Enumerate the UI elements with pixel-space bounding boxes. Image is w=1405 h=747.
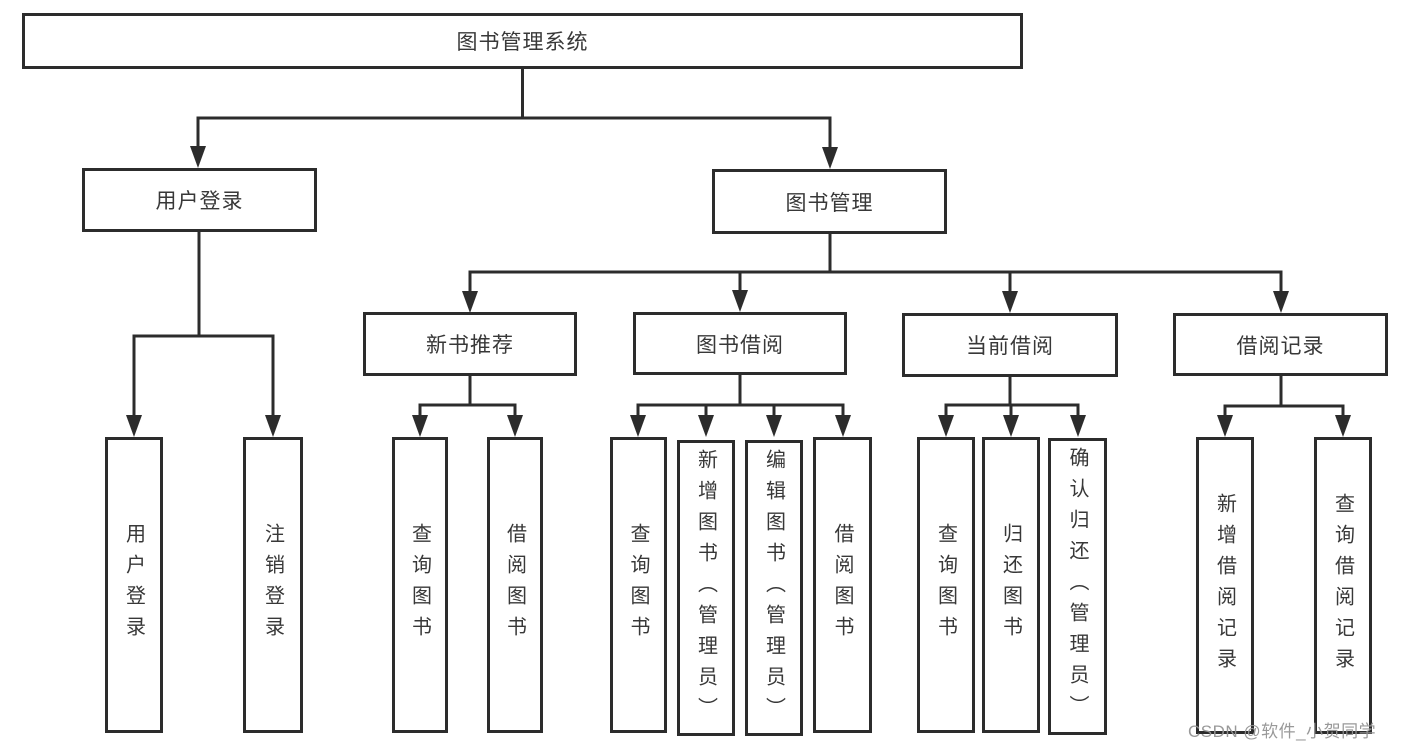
leaf-return-book: 归还图书 [982,437,1040,733]
leaf-query-book-borrow: 查询图书 [610,437,667,733]
node-label: 图书管理 [785,191,874,215]
node-current-borrow: 当前借阅 [902,313,1118,377]
node-label: 借阅图书 [503,523,526,647]
leaf-query-book-current: 查询图书 [917,437,975,733]
leaf-query-borrow-record: 查询借阅记录 [1314,437,1372,734]
node-label: 图书借阅 [696,333,784,357]
leaf-borrow-book: 借阅图书 [813,437,872,733]
node-label: 查询图书 [408,523,431,647]
node-label: 图书管理系统 [456,31,589,54]
node-label: 借阅图书 [831,523,853,647]
leaf-borrow-book-recommend: 借阅图书 [487,437,543,733]
node-label: 用户登录 [155,190,244,213]
node-label: 用户登录 [122,523,145,647]
leaf-add-borrow-record: 新增借阅记录 [1196,437,1254,734]
node-book-borrow: 图书借阅 [633,312,847,375]
leaf-query-book-recommend: 查询图书 [392,437,448,733]
leaf-logout-login: 注销登录 [243,437,303,733]
node-label: 新增图书（管理员） [694,448,717,728]
watermark: CSDN @软件_小贺同学 [1188,722,1377,741]
node-book-management: 图书管理 [712,169,947,234]
node-label: 查询借阅记录 [1331,492,1354,679]
node-label: 当前借阅 [966,335,1054,358]
node-label: 查询图书 [934,523,957,647]
node-label: 新增借阅记录 [1213,492,1236,679]
node-label: 确认归还（管理员） [1066,447,1088,726]
node-borrow-record: 借阅记录 [1173,313,1388,376]
node-library-system: 图书管理系统 [22,13,1023,69]
leaf-add-book-admin: 新增图书（管理员） [677,440,735,736]
node-label: 新书推荐 [426,334,514,357]
node-label: 借阅记录 [1236,334,1325,358]
leaf-edit-book-admin: 编辑图书（管理员） [745,440,803,736]
node-label: 归还图书 [999,523,1022,647]
node-new-book-recommend: 新书推荐 [363,312,577,376]
node-label: 编辑图书（管理员） [762,448,785,728]
node-user-login: 用户登录 [82,168,317,232]
leaf-user-login: 用户登录 [105,437,163,733]
leaf-confirm-return-admin: 确认归还（管理员） [1048,438,1107,735]
node-label: 查询图书 [627,523,649,647]
node-label: 注销登录 [261,523,284,647]
